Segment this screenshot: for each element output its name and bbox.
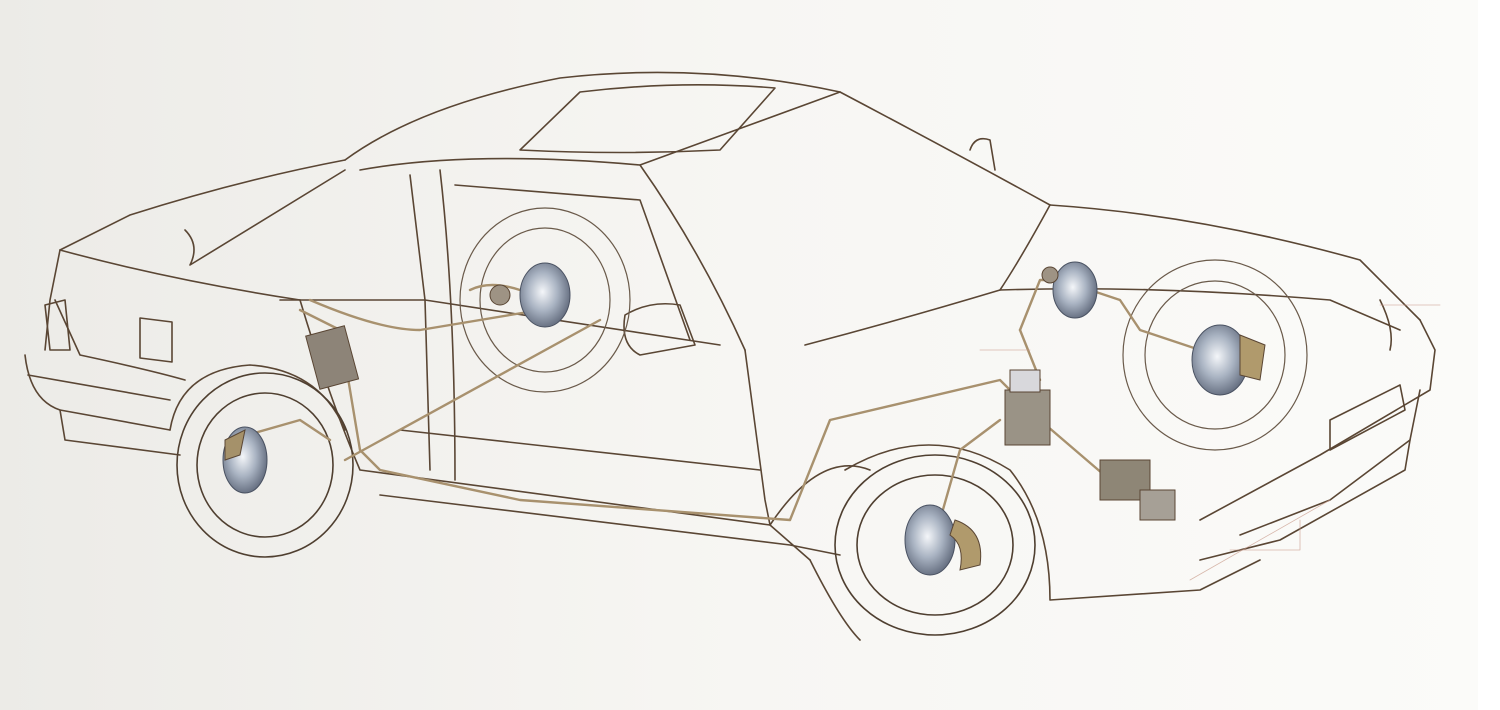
front-near-wheel — [834, 454, 1036, 636]
car-body-outline — [24, 71, 1436, 641]
front-near-disc — [904, 504, 956, 576]
abs-modulator — [305, 325, 360, 390]
front-caliper — [949, 519, 982, 571]
rear-near-disc — [222, 426, 268, 494]
front-far-wheel — [1122, 259, 1308, 451]
right-border — [1478, 0, 1500, 710]
rear-far-disc — [519, 262, 571, 328]
brake-discs — [222, 261, 1249, 576]
rear-caliper — [224, 429, 246, 461]
rear-near-wheel — [176, 372, 354, 558]
brake-components — [224, 266, 1266, 571]
rear-far-wheel — [459, 207, 631, 393]
construction-lines — [979, 304, 1441, 581]
near-side-wheels — [176, 372, 1036, 636]
far-side-wheels — [459, 207, 1308, 451]
master-cylinder — [1004, 389, 1051, 446]
